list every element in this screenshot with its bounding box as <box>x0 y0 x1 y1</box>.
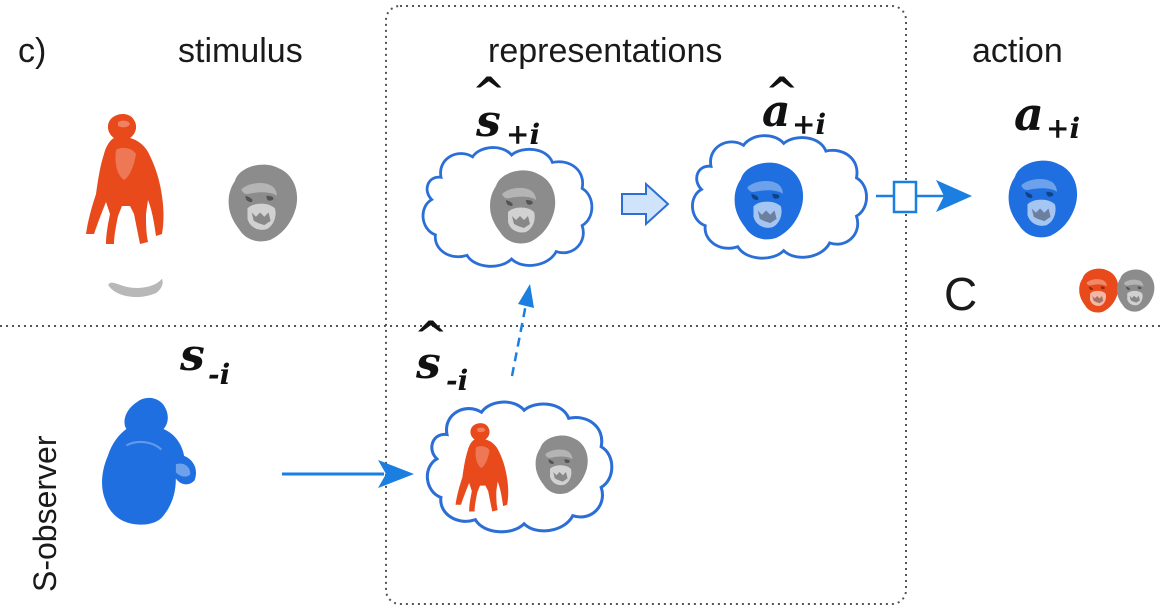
observe-arrowhead <box>378 460 414 488</box>
banana-icon <box>108 278 163 298</box>
symbol-s-hat-plus-i: ^ s +i <box>472 69 540 151</box>
header-action: action <box>972 32 1063 70</box>
symbol-subscript: -i <box>208 358 230 391</box>
hat-mark: ^ <box>765 69 799 116</box>
symbol-subscript: +i <box>506 118 540 151</box>
gorilla-face-icon-gray-small <box>1116 269 1155 312</box>
gate-box <box>892 180 918 214</box>
row-label-s-observer: S-observer <box>27 435 63 592</box>
symbol-subscript: -i <box>446 364 468 397</box>
symbol-subscript: +i <box>1046 112 1080 145</box>
chimpanzee-icon <box>86 114 164 244</box>
symbol-s-hat-minus-i: ^ s -i <box>414 313 468 397</box>
symbol-base: s <box>179 330 205 381</box>
symbol-base: s <box>415 338 441 389</box>
symbol-base: a <box>762 86 791 137</box>
symbol-base: s <box>475 96 501 147</box>
header-stimulus: stimulus <box>178 32 303 70</box>
symbol-subscript: +i <box>792 108 826 141</box>
choice-label: C <box>944 268 977 320</box>
transform-arrow <box>621 181 670 227</box>
symbol-a-plus-i: a +i <box>1014 87 1080 145</box>
gorilla-face-icon-red-small <box>1079 268 1119 313</box>
representations-box <box>385 5 907 605</box>
header-representations: representations <box>488 32 722 70</box>
gorilla-face-icon-gray <box>228 164 298 242</box>
inference-arrowhead <box>518 284 534 308</box>
hat-mark: ^ <box>472 69 506 116</box>
action-arrowhead <box>936 180 972 212</box>
symbol-a-hat-plus-i: ^ a +i <box>762 69 826 141</box>
symbol-s-minus-i: s -i <box>179 330 230 391</box>
hat-mark: ^ <box>414 313 448 360</box>
gorilla-face-icon-blue-action <box>1008 160 1078 238</box>
inference-arrow-line <box>510 303 528 377</box>
symbol-base: a <box>1014 87 1044 141</box>
gorilla-body-icon <box>100 396 198 526</box>
panel-label: c) <box>18 32 46 70</box>
